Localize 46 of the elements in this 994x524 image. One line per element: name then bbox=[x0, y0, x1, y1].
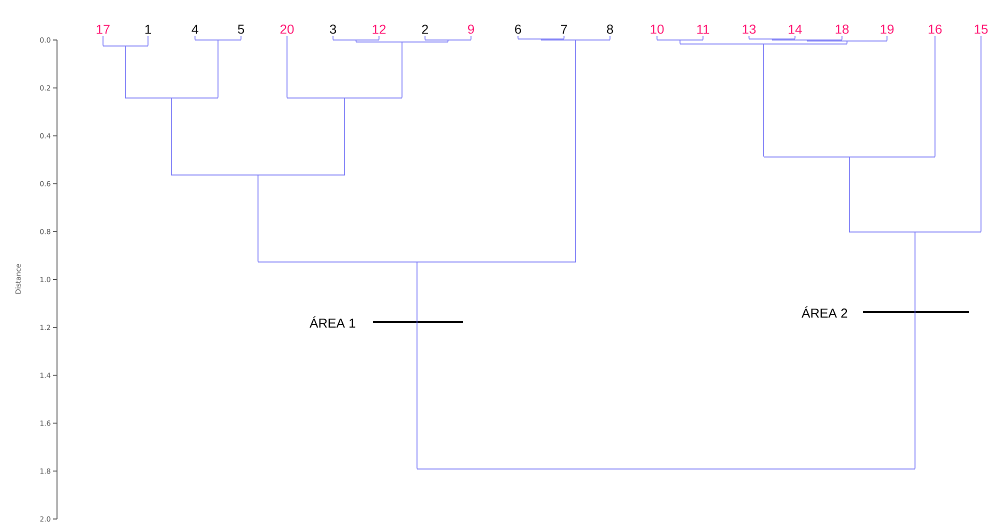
leaf-label: 14 bbox=[788, 24, 802, 34]
area-label: ÁREA 1 bbox=[310, 316, 356, 328]
dendrogram-branch bbox=[980, 36, 982, 232]
dendrogram-branch bbox=[286, 36, 288, 98]
leaf-label: 10 bbox=[650, 24, 664, 34]
leaf-label: 17 bbox=[96, 24, 110, 34]
leaf-label: 8 bbox=[606, 24, 614, 34]
dendrogram-branch bbox=[846, 41, 848, 44]
dendrogram-branch bbox=[886, 36, 888, 41]
dendrogram-branch bbox=[656, 36, 658, 40]
leaf-label: 15 bbox=[974, 24, 988, 34]
dendrogram-branch bbox=[702, 36, 704, 40]
leaf-label: 13 bbox=[742, 24, 756, 34]
dendrogram-branch bbox=[934, 36, 936, 157]
leaf-label: 18 bbox=[836, 24, 849, 34]
leaf-label: 5 bbox=[238, 24, 244, 34]
dendrogram-branch bbox=[849, 157, 850, 232]
dendrogram-branch bbox=[424, 36, 426, 40]
leaf-label: 4 bbox=[192, 24, 198, 34]
leaf-label: 16 bbox=[928, 24, 942, 34]
leaf-label: 7 bbox=[561, 24, 567, 34]
dendrogram-branch bbox=[914, 232, 916, 469]
leaf-label: 11 bbox=[697, 24, 710, 34]
dendrogram-branch bbox=[575, 40, 576, 262]
dendrogram-branch bbox=[470, 36, 472, 40]
dendrogram-branch bbox=[748, 36, 750, 39]
dendrogram-branch bbox=[378, 36, 380, 40]
leaf-label: 1 bbox=[145, 24, 151, 34]
leaf-label: 20 bbox=[280, 24, 294, 34]
leaf-label: 19 bbox=[880, 24, 894, 34]
leaf-label: 6 bbox=[515, 24, 522, 34]
area-label: ÁREA 2 bbox=[802, 306, 848, 318]
dendrogram-branch bbox=[344, 98, 345, 175]
dendrogram-branch bbox=[125, 46, 126, 98]
dendrogram-branch bbox=[763, 44, 764, 157]
dendrogram-branch bbox=[171, 98, 172, 175]
leaf-label: 3 bbox=[330, 24, 336, 34]
dendrogram-branch bbox=[102, 36, 104, 46]
dendrogram-branch bbox=[332, 36, 334, 40]
dendrogram-branch bbox=[194, 36, 196, 40]
leaf-label: 12 bbox=[372, 24, 386, 34]
leaf-label: 9 bbox=[468, 24, 474, 34]
dendrogram-branch bbox=[794, 36, 796, 39]
leaf-label: 2 bbox=[422, 24, 428, 34]
dendrogram-branch bbox=[416, 262, 418, 469]
dendrogram-branch bbox=[240, 36, 242, 40]
